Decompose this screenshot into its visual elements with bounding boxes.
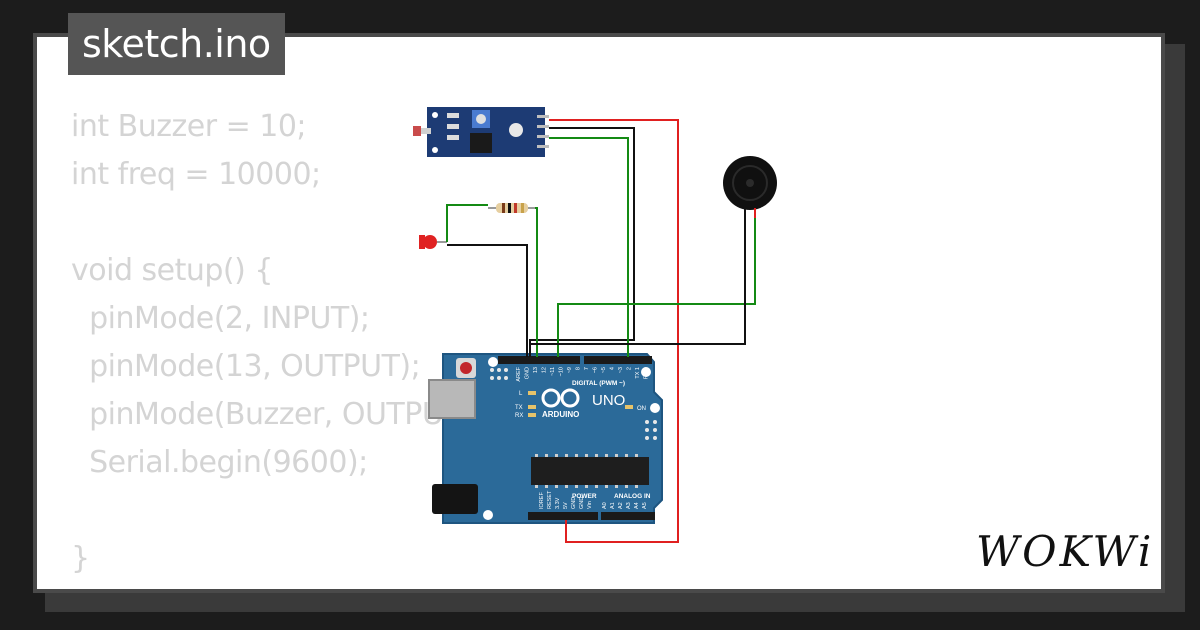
code-line: int Buzzer = 10; — [71, 109, 307, 144]
pin-label: 2 — [627, 367, 633, 370]
code-preview: int Buzzer = 10; int freq = 10000; void se… — [71, 103, 482, 589]
pin-label: TX 1 — [635, 367, 641, 379]
pin-label: 4 — [610, 367, 616, 370]
pin-label: ~3 — [618, 367, 624, 373]
buzzer[interactable] — [723, 156, 777, 218]
pin-label: GND — [525, 367, 531, 379]
digital-label: DIGITAL (PWM ~) — [572, 380, 625, 387]
pin-label: 5V — [563, 502, 569, 509]
pin-label: ~9 — [567, 367, 573, 373]
l-label: L — [519, 391, 523, 397]
power-jack — [432, 484, 478, 514]
code-line: pinMode(2, INPUT); — [71, 301, 370, 336]
arduino-infinity-icon — [541, 388, 580, 408]
pin-label: Vin — [587, 501, 593, 509]
sketch-title-tab[interactable]: sketch.ino — [68, 13, 285, 75]
pin-label: 3.3V — [555, 497, 561, 509]
led[interactable] — [419, 235, 447, 249]
pin-label: 7 — [584, 367, 590, 370]
pin-label: GND — [571, 497, 577, 509]
pin-label: ~5 — [601, 367, 607, 373]
analog-label: ANALOG IN — [614, 493, 651, 500]
pin-label: 12 — [542, 367, 548, 373]
pin-label: AREF — [516, 366, 522, 381]
board-brand-text: ARDUINO — [542, 410, 579, 419]
pin-label: A4 — [634, 502, 640, 509]
pin-label: 8 — [576, 367, 582, 370]
pin-label: RESET — [547, 490, 553, 509]
code-line: Serial.begin(9600); — [71, 445, 368, 480]
photoresistor-icon — [413, 126, 421, 136]
wokwi-logo: WOKWi — [976, 527, 1155, 576]
code-line: void setup() { — [71, 253, 273, 288]
board-model-text: UNO — [592, 392, 625, 409]
arduino-uno-board[interactable]: UNO ARDUINO DIGITAL (PWM ~) POWER ANALOG… — [428, 353, 663, 524]
code-line: pinMode(13, OUTPUT); — [71, 349, 421, 384]
preview-card: int Buzzer = 10; int freq = 10000; void se… — [33, 33, 1165, 593]
code-line: } — [71, 541, 90, 576]
pin-label: RX 0 — [644, 367, 650, 379]
on-label: ON — [637, 406, 646, 412]
tx-label: TX — [515, 405, 523, 411]
pin-label: A3 — [626, 502, 632, 509]
pin-label: 13 — [533, 367, 539, 373]
wires — [446, 119, 756, 543]
pin-label: GND — [579, 497, 585, 509]
resistor[interactable] — [488, 203, 535, 213]
pin-label: A1 — [610, 502, 616, 509]
rx-label: RX — [515, 413, 523, 419]
pin-label: ~10 — [559, 367, 565, 376]
usb-port — [428, 379, 476, 419]
light-sensor-module[interactable] — [413, 107, 549, 157]
pin-label: ~6 — [593, 367, 599, 373]
pin-label: ~11 — [550, 367, 556, 376]
pin-label: A2 — [618, 502, 624, 509]
pin-label: A5 — [642, 502, 648, 509]
code-line: int freq = 10000; — [71, 157, 321, 192]
pin-label: IOREF — [539, 492, 545, 509]
pin-label: A0 — [602, 502, 608, 509]
power-label: POWER — [572, 493, 597, 500]
atmega-chip — [531, 457, 649, 485]
